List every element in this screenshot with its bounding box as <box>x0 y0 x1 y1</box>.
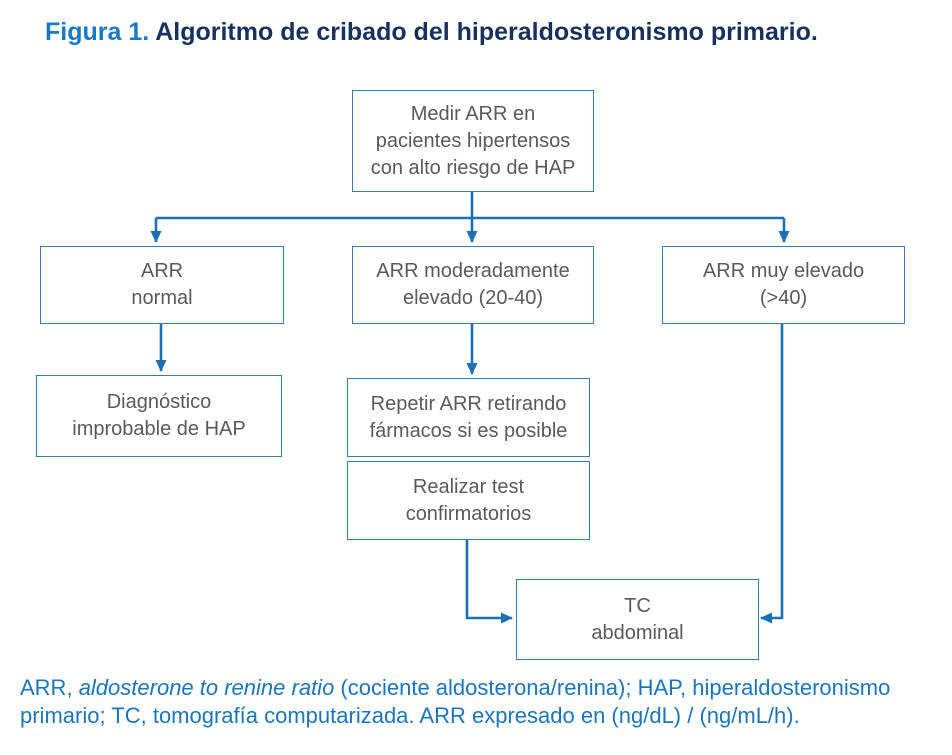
node-arr-normal: ARR normal <box>40 246 284 324</box>
node-repetir-arr: Repetir ARR retirando fármacos si es pos… <box>347 378 590 457</box>
footnote-italic-term: aldosterone to renine ratio <box>78 675 335 700</box>
node-medir-arr-line: con alto riesgo de HAP <box>370 156 576 179</box>
node-medir-arr-line: pacientes hipertensos <box>375 129 571 152</box>
node-tc-abdominal: TC abdominal <box>516 579 759 660</box>
footnote-abbr-arr: ARR, <box>20 675 79 700</box>
figure-title: Figura 1. Algoritmo de cribado del hiper… <box>45 18 818 47</box>
node-arr-muy-elevado: ARR muy elevado (>40) <box>662 246 905 324</box>
node-repetir-arr-line: fármacos si es posible <box>369 419 568 442</box>
node-arr-muy-elevado-line: ARR muy elevado <box>702 260 865 282</box>
node-realizar-test: Realizar test confirmatorios <box>347 461 590 540</box>
node-tc-abdominal-line: abdominal <box>591 621 684 644</box>
node-medir-arr-line: Medir ARR en <box>410 102 536 125</box>
node-diagnostico-improbable-line: Diagnóstico <box>106 391 212 413</box>
figure-number-label: Figura 1. <box>45 18 150 46</box>
node-arr-moderado-line: elevado (20-40) <box>402 287 544 309</box>
footnote-line-1: ARR, aldosterone to renine ratio (cocien… <box>20 674 945 702</box>
node-repetir-arr-line: Repetir ARR retirando <box>370 392 567 415</box>
node-diagnostico-improbable: Diagnóstico improbable de HAP <box>36 375 282 457</box>
footnote-line-1-rest: (cociente aldosterona/renina); HAP, hipe… <box>334 675 891 700</box>
node-diagnostico-improbable-line: improbable de HAP <box>72 418 246 440</box>
node-realizar-test-line: Realizar test <box>412 475 525 498</box>
node-arr-moderado: ARR moderadamente elevado (20-40) <box>352 246 594 324</box>
node-arr-normal-line: ARR <box>140 260 184 282</box>
node-medir-arr: Medir ARR en pacientes hipertensos con a… <box>352 90 594 192</box>
figure-footnote: ARR, aldosterone to renine ratio (cocien… <box>20 674 945 730</box>
node-arr-muy-elevado-line: (>40) <box>759 287 808 309</box>
figure-title-text: Algoritmo de cribado del hiperaldosteron… <box>149 18 818 46</box>
node-arr-normal-line: normal <box>131 287 193 309</box>
footnote-line-2: primario; TC, tomografía computarizada. … <box>20 703 800 728</box>
node-tc-abdominal-line: TC <box>624 594 651 617</box>
node-realizar-test-line: confirmatorios <box>405 502 532 525</box>
node-arr-moderado-line: ARR moderadamente <box>376 260 570 282</box>
